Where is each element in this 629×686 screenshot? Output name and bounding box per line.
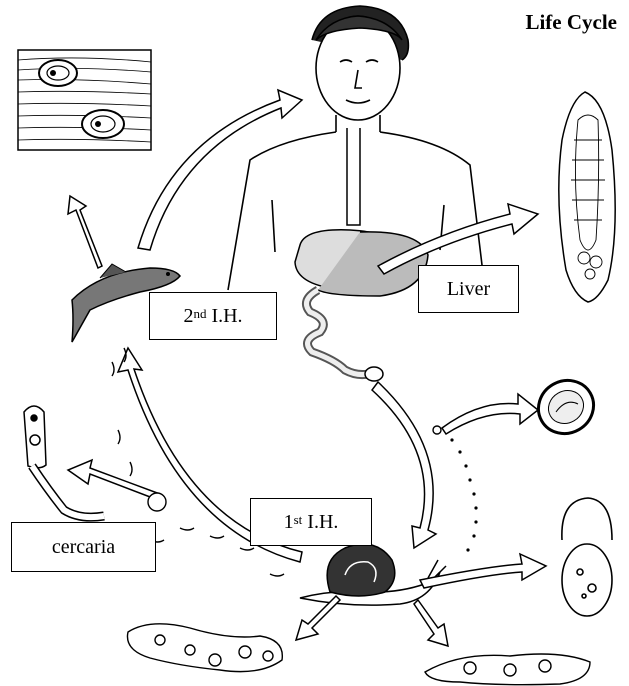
egg-illustration <box>529 370 603 443</box>
snail-illustration <box>300 544 446 605</box>
egg-trail-dots <box>450 438 477 551</box>
fish-muscle-cyst-illustration <box>18 50 151 150</box>
miracidium-illustration <box>562 498 612 616</box>
egg-origin-marker <box>433 426 441 434</box>
second-ih-ordinal: 2 <box>183 305 193 328</box>
second-ih-text: I.H. <box>206 305 242 328</box>
liver-label: Liver <box>418 265 519 313</box>
cercaria-label: cercaria <box>11 522 156 572</box>
diagram-title: Life Cycle <box>525 10 617 35</box>
first-ih-ordinal: 1 <box>284 511 294 534</box>
first-ih-suffix: st <box>294 512 303 528</box>
first-ih-text: I.H. <box>302 511 338 534</box>
cercaria-origin-marker <box>148 493 166 511</box>
adult-fluke-illustration <box>559 92 615 302</box>
sporocyst-redia-illustration <box>127 624 590 685</box>
second-ih-suffix: nd <box>193 306 206 322</box>
